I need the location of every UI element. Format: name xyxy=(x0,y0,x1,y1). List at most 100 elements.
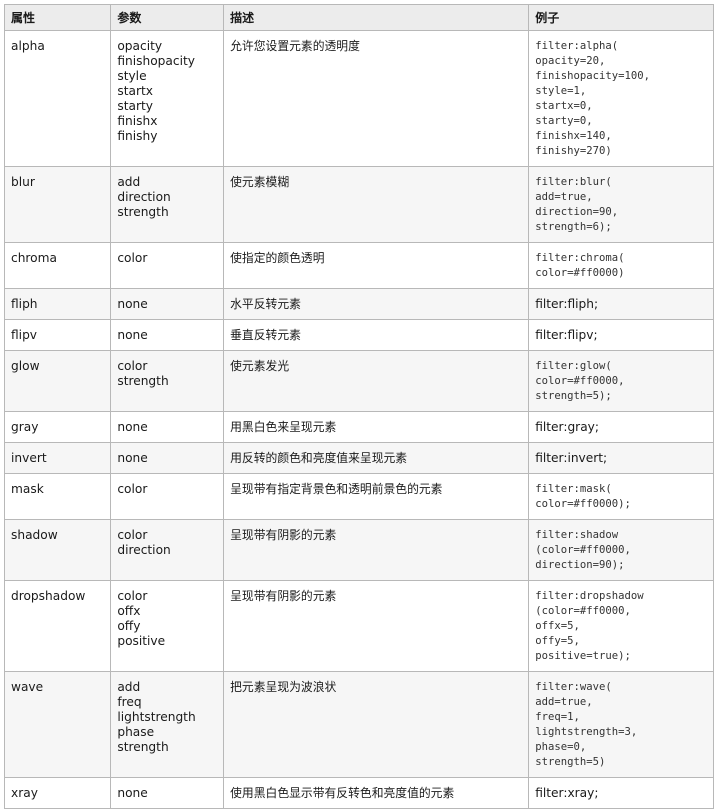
parameter-item: offx xyxy=(117,604,141,618)
example-line: direction=90, xyxy=(535,206,619,218)
parameter-item: offy xyxy=(117,619,141,633)
example-line: finishopacity=100, xyxy=(535,70,651,82)
header-parameters: 参数 xyxy=(110,4,225,31)
example-line: positive=true); xyxy=(535,650,631,662)
attribute-name: chroma xyxy=(3,242,112,289)
example-line: color=#ff0000, xyxy=(535,375,625,387)
example-line: filter:blur( xyxy=(535,176,612,188)
parameter-item: none xyxy=(117,328,148,342)
table-header: 属性 参数 描述 例子 xyxy=(3,4,714,31)
parameter-item: add xyxy=(117,680,141,694)
example-code: filter:invert; xyxy=(528,442,714,474)
example-line: startx=0, xyxy=(535,100,593,112)
parameter-item: color xyxy=(117,589,148,603)
example-line: filter:gray; xyxy=(535,420,599,434)
example-code: filter:alpha(opacity=20,finishopacity=10… xyxy=(528,30,714,167)
table-row: chroma color 使指定的颜色透明 filter:chroma( color=#… xyxy=(3,242,714,289)
example-code: filter:flipv; xyxy=(528,319,714,351)
attribute-name: fliph xyxy=(3,288,112,320)
example-code: filter:dropshadow(color=#ff0000,offx=5,o… xyxy=(528,580,714,672)
parameter-list: none xyxy=(110,411,225,443)
example-line: filter:glow( xyxy=(535,360,612,372)
description-text: 使用黑白色显示带有反转色和亮度值的元素 xyxy=(223,777,530,809)
example-code: filter:glow(color=#ff0000,strength=5); xyxy=(528,350,714,412)
example-line: filter:dropshadow xyxy=(535,590,644,602)
description-text: 呈现带有阴影的元素 xyxy=(223,519,530,581)
parameter-item: color xyxy=(117,359,148,373)
example-line: color=#ff0000); xyxy=(535,498,631,510)
parameter-item: none xyxy=(117,786,148,800)
description-text: 允许您设置元素的透明度 xyxy=(223,30,530,167)
attribute-name: blur xyxy=(3,166,112,243)
parameter-list: none xyxy=(110,777,225,809)
attribute-name: gray xyxy=(3,411,112,443)
parameter-item: positive xyxy=(117,634,166,648)
example-line: filter:chroma( xyxy=(535,252,625,264)
parameter-item: phase xyxy=(117,725,155,739)
example-code: filter:shadow(color=#ff0000,direction=90… xyxy=(528,519,714,581)
header-row: 属性 参数 描述 例子 xyxy=(3,4,714,31)
attribute-name: wave xyxy=(3,671,112,778)
example-line: opacity=20, xyxy=(535,55,606,67)
parameter-item: starty xyxy=(117,99,153,113)
description-text: 用黑白色来呈现元素 xyxy=(223,411,530,443)
example-line: (color=#ff0000, xyxy=(535,544,631,556)
attribute-name: mask xyxy=(3,473,112,520)
example-line: filter:wave( xyxy=(535,681,612,693)
parameter-item: finishy xyxy=(117,129,158,143)
example-line: strength=6); xyxy=(535,221,612,233)
header-example: 例子 xyxy=(528,4,714,31)
example-line: finishy=270) xyxy=(535,145,612,157)
description-text: 把元素呈现为波浪状 xyxy=(223,671,530,778)
description-text: 用反转的颜色和亮度值来呈现元素 xyxy=(223,442,530,474)
description-text: 垂直反转元素 xyxy=(223,319,530,351)
example-code: filter:gray; xyxy=(528,411,714,443)
example-line: strength=5) xyxy=(535,756,606,768)
parameter-item: color xyxy=(117,528,148,542)
parameter-item: opacity xyxy=(117,39,163,53)
parameter-item: none xyxy=(117,420,148,434)
example-line: filter:flipv; xyxy=(535,328,598,342)
attribute-name: shadow xyxy=(3,519,112,581)
example-code: filter:fliph; xyxy=(528,288,714,320)
example-line: phase=0, xyxy=(535,741,587,753)
header-attribute: 属性 xyxy=(3,4,112,31)
example-line: color=#ff0000) xyxy=(535,267,625,279)
example-line: offx=5, xyxy=(535,620,580,632)
example-line: add=true, xyxy=(535,696,593,708)
example-code: filter:mask(color=#ff0000); xyxy=(528,473,714,520)
example-line: lightstrength=3, xyxy=(535,726,638,738)
parameter-item: color xyxy=(117,251,148,265)
example-code: filter:blur(add=true,direction=90,streng… xyxy=(528,166,714,243)
example-line: filter:invert; xyxy=(535,451,608,465)
parameter-item: add xyxy=(117,175,141,189)
parameter-item: none xyxy=(117,451,148,465)
parameter-list: color xyxy=(110,242,225,289)
attribute-name: dropshadow xyxy=(3,580,112,672)
description-text: 使元素模糊 xyxy=(223,166,530,243)
description-text: 使指定的颜色透明 xyxy=(223,242,530,289)
example-code: filter:chroma( color=#ff0000) xyxy=(528,242,714,289)
parameter-item: strength xyxy=(117,205,169,219)
description-text: 呈现带有指定背景色和透明前景色的元素 xyxy=(223,473,530,520)
table-row: gray none 用黑白色来呈现元素 filter:gray; xyxy=(3,411,714,443)
attribute-name: glow xyxy=(3,350,112,412)
attribute-name: alpha xyxy=(3,30,112,167)
parameter-item: none xyxy=(117,297,148,311)
parameter-item: strength xyxy=(117,374,169,388)
parameter-item: finishx xyxy=(117,114,158,128)
